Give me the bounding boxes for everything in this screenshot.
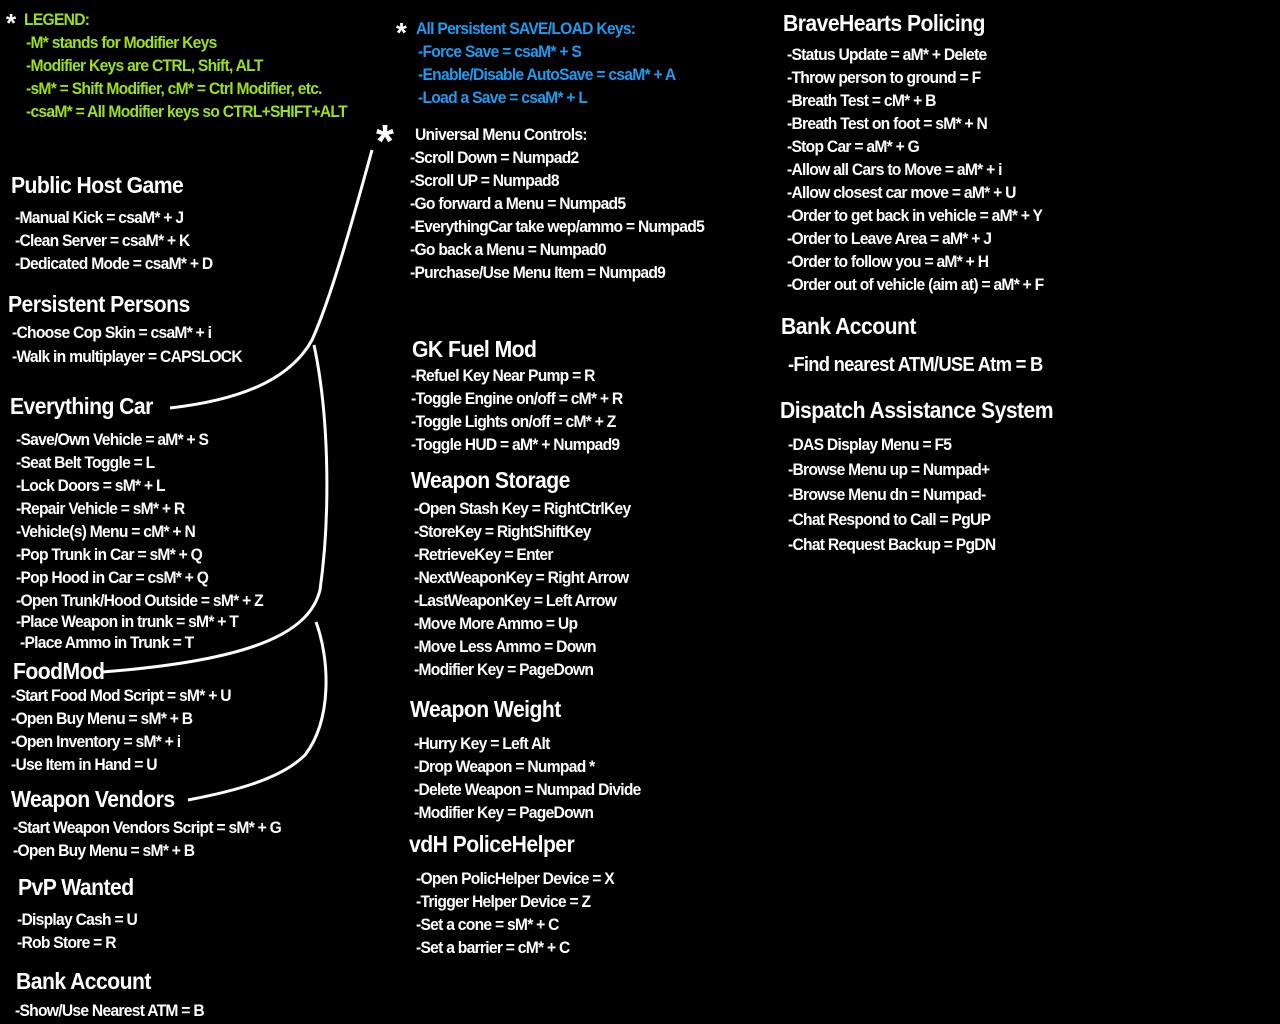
legend-line: -M* stands for Modifier Keys <box>26 33 217 52</box>
weapon-weight-title: Weapon Weight <box>410 696 561 722</box>
bravehearts-line: -Allow closest car move = aM* + U <box>787 183 1016 202</box>
weapon-weight-line: -Drop Weapon = Numpad * <box>414 757 595 776</box>
bank-account-right-title: Bank Account <box>781 313 916 339</box>
universal-menu-line: -Go back a Menu = Numpad0 <box>410 240 607 259</box>
police-helper-line: -Open PolicHelper Device = X <box>416 869 615 888</box>
gk-fuel-line: -Toggle Engine on/off = cM* + R <box>411 389 623 408</box>
universal-menu-line: -Go forward a Menu = Numpad5 <box>410 194 626 213</box>
persistent-persons-title: Persistent Persons <box>8 291 190 317</box>
curve-to-everything-car <box>169 149 374 410</box>
curve-to-foodmod <box>101 344 329 674</box>
gk-fuel-line: -Toggle HUD = aM* + Numpad9 <box>411 435 620 454</box>
police-helper-line: -Set a cone = sM* + C <box>416 915 559 934</box>
pvp-wanted-line: -Display Cash = U <box>17 910 138 929</box>
dispatch-line: -Chat Request Backup = PgDN <box>788 535 996 554</box>
bravehearts-line: -Stop Car = aM* + G <box>787 137 920 156</box>
asterisk-icon: * <box>6 8 17 38</box>
weapon-storage-line: -StoreKey = RightShiftKey <box>414 522 591 541</box>
bravehearts-line: -Status Update = aM* + Delete <box>787 45 987 64</box>
weapon-storage-title: Weapon Storage <box>411 467 570 493</box>
everything-car-line: -Pop Trunk in Car = sM* + Q <box>16 545 203 564</box>
asterisk-icon: * <box>376 115 394 167</box>
foodmod-line: -Use Item in Hand = U <box>11 755 158 774</box>
foodmod-line: -Open Inventory = sM* + i <box>11 732 181 751</box>
dispatch-line: -Chat Respond to Call = PgUP <box>788 510 991 529</box>
bravehearts-line: -Order to Leave Area = aM* + J <box>787 229 992 248</box>
weapon-storage-line: -Open Stash Key = RightCtrlKey <box>414 499 631 518</box>
legend-title: LEGEND: <box>24 10 90 29</box>
bank-account-left-line: -Show/Use Nearest ATM = B <box>15 1001 205 1020</box>
weapon-weight-line: -Modifier Key = PageDown <box>414 803 594 822</box>
universal-menu-line: -Purchase/Use Menu Item = Numpad9 <box>410 263 666 282</box>
asterisk-icon: * <box>396 17 407 48</box>
everything-car-line: -Open Trunk/Hood Outside = sM* + Z <box>16 591 264 610</box>
pvp-wanted-title: PvP Wanted <box>18 874 134 900</box>
everything-car-line: -Place Ammo in Trunk = T <box>20 633 194 652</box>
police-helper-line: -Trigger Helper Device = Z <box>416 892 591 911</box>
police-helper-title: vdH PoliceHelper <box>409 831 575 857</box>
everything-car-line: -Seat Belt Toggle = L <box>16 453 155 472</box>
foodmod-line: -Start Food Mod Script = sM* + U <box>11 686 232 705</box>
legend-line: -Modifier Keys are CTRL, Shift, ALT <box>26 56 263 75</box>
weapon-weight-line: -Hurry Key = Left Alt <box>414 734 550 753</box>
public-host-title: Public Host Game <box>11 172 184 198</box>
bank-account-right-line: -Find nearest ATM/USE Atm = B <box>788 354 1043 376</box>
persistent-keys-line: -Force Save = csaM* + S <box>418 42 582 61</box>
dispatch-line: -Browse Menu up = Numpad+ <box>788 460 990 479</box>
bravehearts-line: -Breath Test on foot = sM* + N <box>787 114 988 133</box>
bravehearts-line: -Order to follow you = aM* + H <box>787 252 989 271</box>
dispatch-line: -DAS Display Menu = F5 <box>788 435 952 454</box>
weapon-vendors-line: -Open Buy Menu = sM* + B <box>13 841 195 860</box>
bank-account-left-title: Bank Account <box>16 968 151 994</box>
weapon-storage-line: -Move Less Ammo = Down <box>414 637 597 656</box>
everything-car-line: -Vehicle(s) Menu = cM* + N <box>16 522 196 541</box>
foodmod-line: -Open Buy Menu = sM* + B <box>11 709 193 728</box>
gk-fuel-line: -Toggle Lights on/off = cM* + Z <box>411 412 616 431</box>
public-host-line: -Manual Kick = csaM* + J <box>15 208 184 227</box>
bravehearts-line: -Breath Test = cM* + B <box>787 91 936 110</box>
dispatch-line: -Browse Menu dn = Numpad- <box>788 485 986 504</box>
public-host-line: -Dedicated Mode = csaM* + D <box>15 254 213 273</box>
everything-car-line: -Lock Doors = sM* + L <box>16 476 166 495</box>
everything-car-line: -Repair Vehicle = sM* + R <box>16 499 185 518</box>
bravehearts-line: -Order to get back in vehicle = aM* + Y <box>787 206 1043 225</box>
weapon-vendors-line: -Start Weapon Vendors Script = sM* + G <box>13 818 282 837</box>
bravehearts-line: -Allow all Cars to Move = aM* + i <box>787 160 1002 179</box>
persistent-persons-line: -Choose Cop Skin = csaM* + i <box>12 323 212 342</box>
persistent-keys-line: -Enable/Disable AutoSave = csaM* + A <box>418 65 676 84</box>
weapon-weight-line: -Delete Weapon = Numpad Divide <box>414 780 641 799</box>
everything-car-line: -Save/Own Vehicle = aM* + S <box>16 430 209 449</box>
legend-line: -sM* = Shift Modifier, cM* = Ctrl Modifi… <box>26 79 323 98</box>
foodmod-title: FoodMod <box>13 658 105 684</box>
persistent-persons-line: -Walk in multiplayer = CAPSLOCK <box>12 347 243 366</box>
universal-menu-line: -Scroll Down = Numpad2 <box>410 148 579 167</box>
persistent-keys-line: -Load a Save = csaM* + L <box>418 88 588 107</box>
legend-line: -csaM* = All Modifier keys so CTRL+SHIFT… <box>26 102 348 121</box>
universal-menu-line: -Scroll UP = Numpad8 <box>410 171 560 190</box>
gk-fuel-line: -Refuel Key Near Pump = R <box>411 366 595 385</box>
everything-car-line: -Place Weapon in trunk = sM* + T <box>16 612 239 631</box>
everything-car-title: Everything Car <box>10 393 153 419</box>
bravehearts-line: -Throw person to ground = F <box>787 68 981 87</box>
universal-menu-line: -EverythingCar take wep/ammo = Numpad5 <box>410 217 705 236</box>
pvp-wanted-line: -Rob Store = R <box>17 933 116 952</box>
police-helper-line: -Set a barrier = cM* + C <box>416 938 570 957</box>
weapon-storage-line: -Modifier Key = PageDown <box>414 660 594 679</box>
public-host-line: -Clean Server = csaM* + K <box>15 231 190 250</box>
universal-menu-title: Universal Menu Controls: <box>415 125 588 144</box>
weapon-storage-line: -RetrieveKey = Enter <box>414 545 553 564</box>
bravehearts-line: -Order out of vehicle (aim at) = aM* + F <box>787 275 1044 294</box>
weapon-storage-line: -Move More Ammo = Up <box>414 614 578 633</box>
weapon-storage-line: -LastWeaponKey = Left Arrow <box>414 591 617 610</box>
everything-car-line: -Pop Hood in Car = csM* + Q <box>16 568 209 587</box>
bravehearts-title: BraveHearts Policing <box>783 10 985 36</box>
weapon-storage-line: -NextWeaponKey = Right Arrow <box>414 568 629 587</box>
dispatch-title: Dispatch Assistance System <box>780 397 1054 423</box>
curve-to-weapon-vendors <box>187 621 328 802</box>
weapon-vendors-title: Weapon Vendors <box>11 786 175 812</box>
gk-fuel-title: GK Fuel Mod <box>412 336 537 362</box>
persistent-keys-title: All Persistent SAVE/LOAD Keys: <box>416 19 636 38</box>
